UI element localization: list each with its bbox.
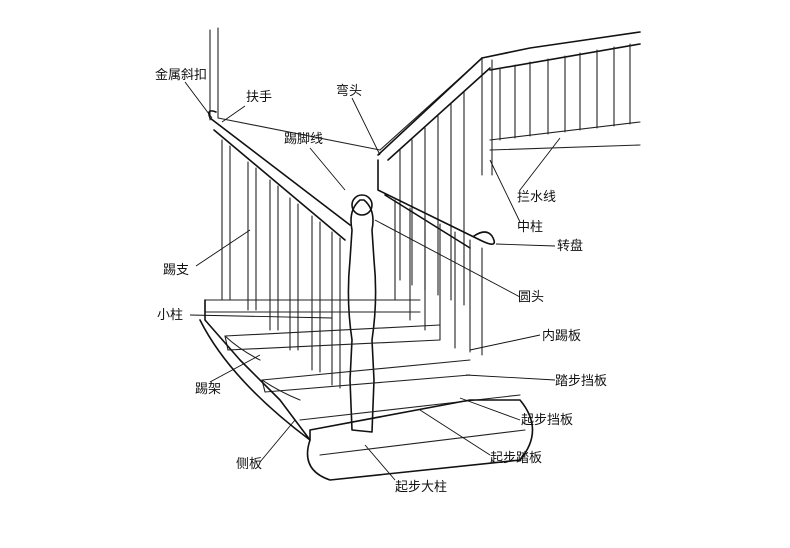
upper-handrail bbox=[481, 31, 641, 59]
label-starting-tread: 起步踏板 bbox=[490, 451, 543, 466]
main-handrail-bottom bbox=[213, 129, 346, 241]
label-volute: 转盘 bbox=[557, 239, 584, 254]
starting-riser bbox=[319, 429, 526, 456]
leader-lines bbox=[184, 81, 561, 481]
starting-tread bbox=[306, 399, 534, 481]
label-starting-riser: 起步挡板 bbox=[521, 413, 574, 428]
label-metal-bracket: 金属斜扣 bbox=[155, 68, 208, 83]
ceiling-slope bbox=[217, 59, 481, 151]
label-newel-post: 起步大柱 bbox=[395, 480, 448, 495]
label-skirting-line: 踢脚线 bbox=[284, 132, 324, 147]
side-stringer bbox=[199, 299, 311, 441]
upper-balusters bbox=[499, 43, 631, 141]
label-stringer-bracket: 踢架 bbox=[195, 382, 222, 397]
wall-vertical-line bbox=[209, 27, 219, 121]
mid-handrail bbox=[377, 159, 496, 249]
label-post-cap: 圆头 bbox=[518, 290, 545, 305]
main-handrail-top bbox=[208, 110, 351, 226]
label-baluster: 小柱 bbox=[157, 308, 184, 323]
upper-landing-wall bbox=[489, 144, 641, 151]
upper-newel bbox=[481, 57, 493, 176]
label-inner-riser: 内踢板 bbox=[542, 329, 582, 344]
label-gooseneck: 弯头 bbox=[336, 84, 363, 99]
lower-balusters bbox=[221, 139, 341, 389]
upper-flight-handrail bbox=[377, 57, 491, 161]
mid-balusters bbox=[394, 199, 483, 356]
label-balustrade-line: 拦水线 bbox=[517, 190, 557, 205]
newel-cap bbox=[351, 194, 373, 216]
stringer-bracket bbox=[224, 335, 301, 401]
label-step-riser: 踏步挡板 bbox=[555, 374, 608, 389]
label-handrail: 扶手 bbox=[246, 90, 273, 105]
label-middle-post: 中柱 bbox=[517, 220, 544, 235]
stair-steps bbox=[204, 299, 521, 421]
label-kick-brace: 踢支 bbox=[163, 263, 190, 278]
label-side-panel: 侧板 bbox=[236, 457, 263, 472]
newel-post bbox=[347, 199, 377, 433]
